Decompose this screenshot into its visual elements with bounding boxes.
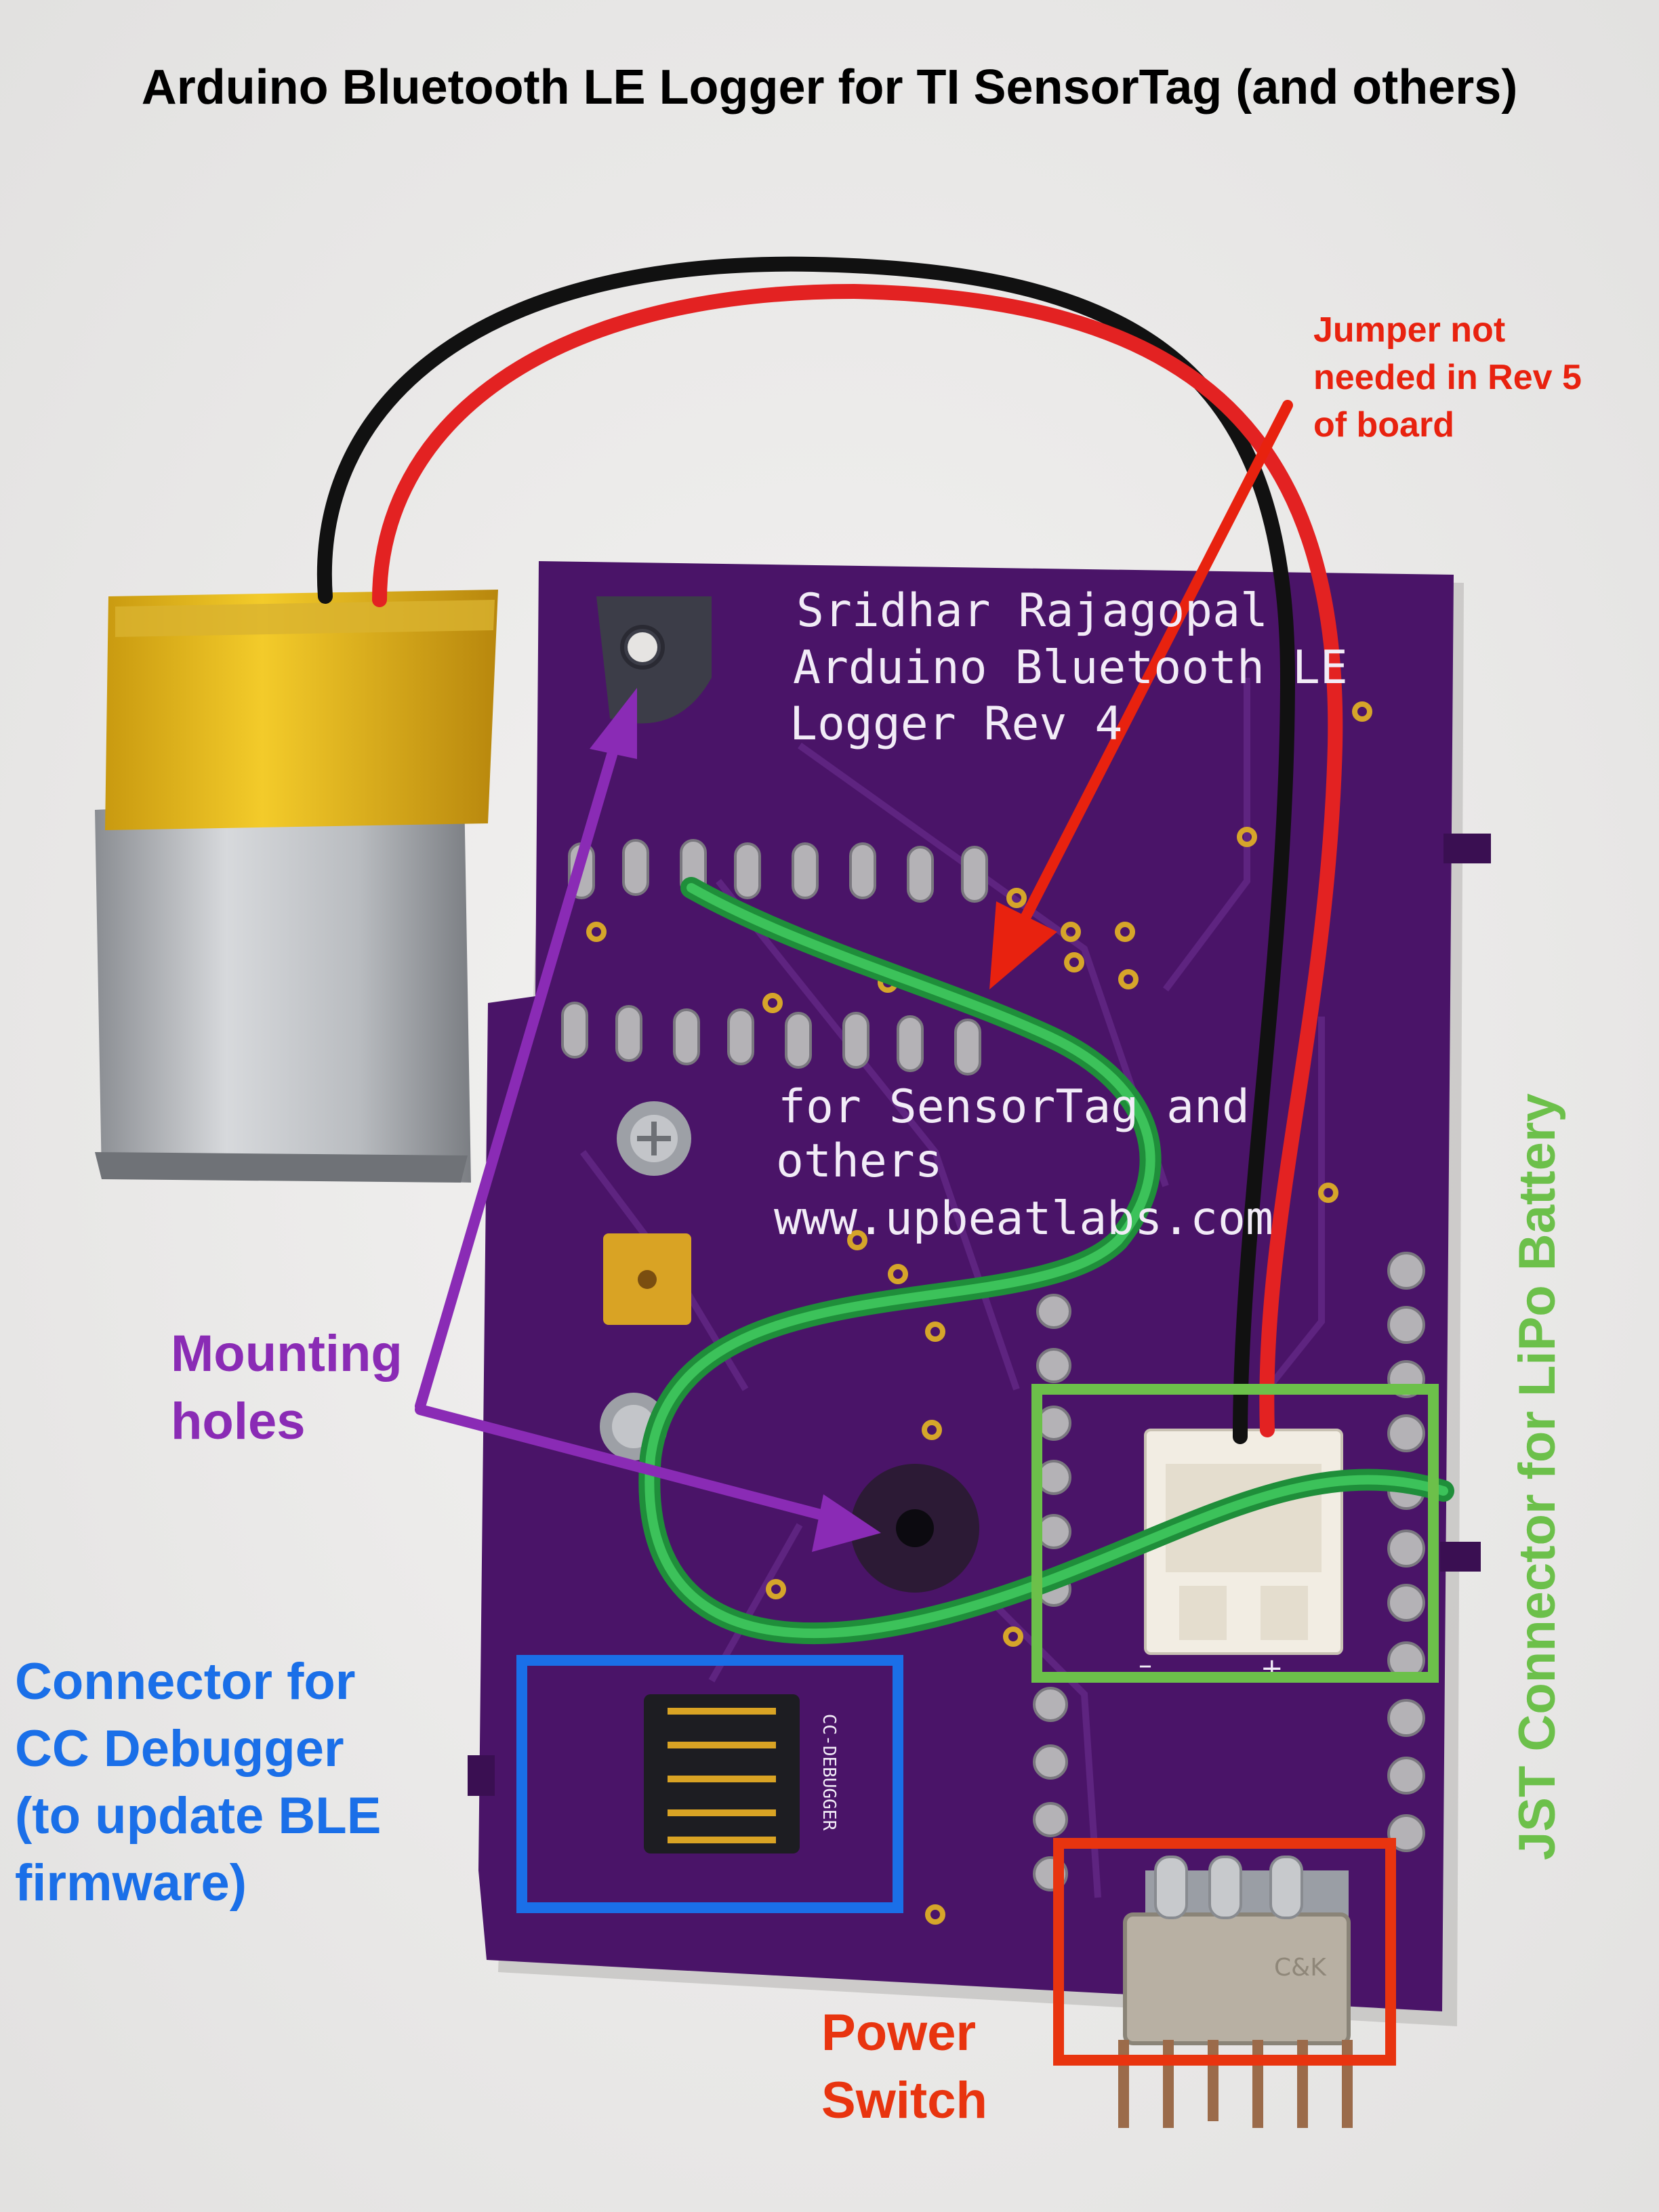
pcb-tab-left bbox=[468, 1755, 495, 1796]
battery-wires bbox=[316, 256, 1343, 1444]
gold-pad bbox=[603, 1233, 691, 1325]
power-callout-line-2: Switch bbox=[821, 2072, 987, 2129]
mounting-arrows bbox=[415, 688, 881, 1552]
jst-callout: JST Connector for LiPo Battery bbox=[1509, 1093, 1566, 1860]
mounting-callout-line-1: Mounting bbox=[171, 1325, 403, 1382]
cc-callout-line-1: Connector for bbox=[15, 1653, 356, 1711]
switch-brand-mark: C&K bbox=[1274, 1954, 1327, 1982]
power-callout-line-1: Power bbox=[821, 2004, 977, 2062]
pcb-tab-right-lower bbox=[1440, 1542, 1481, 1572]
cc-debugger-callout: Connector for CC Debugger (to update BLE… bbox=[15, 1648, 489, 1917]
cc-debugger-header: CC-DEBUGGER bbox=[644, 1694, 839, 1853]
jumper-callout-line-2: needed in Rev 5 bbox=[1313, 358, 1582, 397]
solder-row-middle bbox=[561, 1002, 981, 1076]
silk-line-3: Logger Rev 4 bbox=[790, 697, 1123, 751]
mounting-callout: Mounting holes bbox=[171, 1320, 455, 1456]
jst-connector: – + bbox=[1139, 1429, 1343, 1684]
pcb-tab-right bbox=[1443, 834, 1491, 863]
silk-line-2: Arduino Bluetooth LE bbox=[793, 641, 1348, 695]
page-title: Arduino Bluetooth LE Logger for TI Senso… bbox=[141, 60, 1518, 115]
jumper-callout: Jumper not needed in Rev 5 of board bbox=[1313, 306, 1639, 449]
power-switch-callout: Power Switch bbox=[821, 1999, 1065, 2135]
jst-frame bbox=[1031, 1384, 1439, 1683]
jumper-arrow bbox=[989, 400, 1293, 989]
mounting-hole-top bbox=[596, 596, 712, 724]
cc-callout-line-4: firmware) bbox=[15, 1854, 247, 1912]
mounting-hole-middle bbox=[851, 1464, 979, 1593]
silk-line-4: for SensorTag and bbox=[778, 1080, 1250, 1134]
power-switch-frame bbox=[1053, 1838, 1396, 2066]
vias bbox=[586, 701, 1372, 1925]
cc-callout-line-2: CC Debugger bbox=[15, 1720, 344, 1778]
mounting-callout-line-2: holes bbox=[171, 1393, 306, 1450]
screw-top bbox=[617, 1101, 691, 1176]
jumper-callout-line-3: of board bbox=[1313, 405, 1454, 445]
jumper-callout-line-1: Jumper not bbox=[1313, 310, 1506, 350]
silk-line-1: Sridhar Rajagopal bbox=[796, 584, 1268, 638]
cc-debugger-frame bbox=[516, 1655, 903, 1913]
cc-callout-line-3: (to update BLE bbox=[15, 1787, 382, 1845]
cc-header-silk-label: CC-DEBUGGER bbox=[819, 1714, 839, 1831]
lipo-battery bbox=[95, 590, 498, 1183]
green-jumper-wire-highlight bbox=[644, 883, 1448, 1639]
silk-line-6: www.upbeatlabs.com bbox=[774, 1192, 1273, 1246]
silk-line-5: others bbox=[776, 1134, 943, 1188]
